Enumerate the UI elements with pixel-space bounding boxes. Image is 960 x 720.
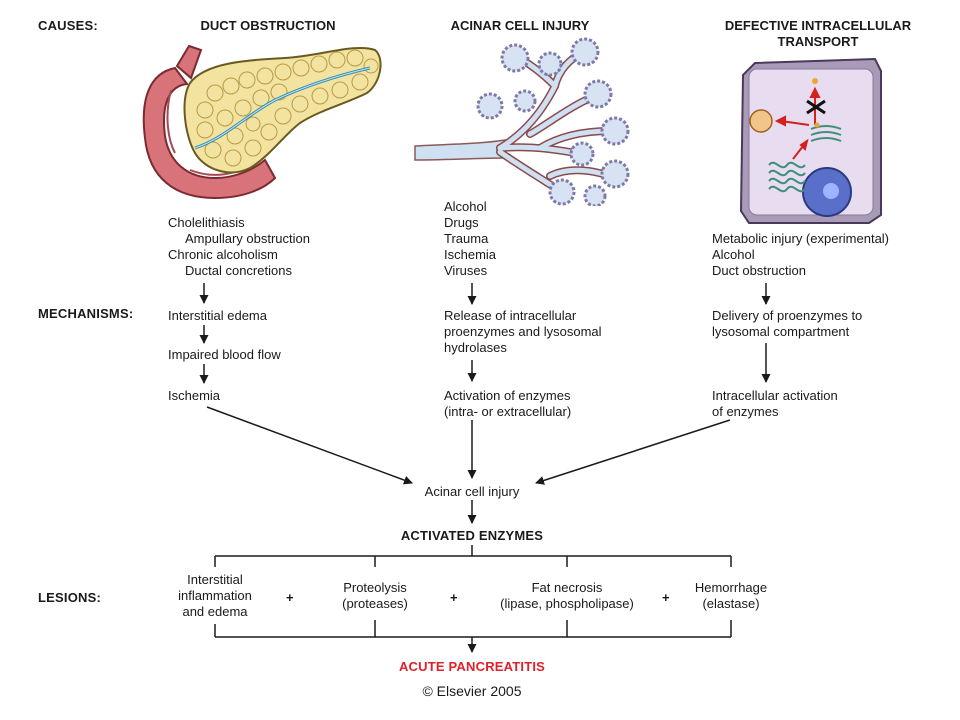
acinar-mech-activation: Activation of enzymes (intra- or extrace… bbox=[444, 388, 571, 420]
acinar-cause-viruses: Viruses bbox=[444, 263, 488, 278]
transport-mech-delivery-line1: Delivery of proenzymes to bbox=[712, 308, 863, 323]
transport-mech-intracellular-line1: Intracellular activation bbox=[712, 388, 838, 403]
transport-mech-delivery: Delivery of proenzymes to lysosomal comp… bbox=[712, 308, 862, 340]
transport-causes-list: Metabolic injury (experimental) Alcohol … bbox=[712, 231, 889, 279]
transport-mech-intracellular-line2: of enzymes bbox=[712, 404, 779, 419]
lesion-fat-necrosis-line1: Fat necrosis bbox=[531, 580, 603, 595]
defective-transport-title-line2: TRANSPORT bbox=[777, 34, 859, 49]
acinar-mech-release: Release of intracellular proenzymes and … bbox=[444, 308, 602, 356]
pancreas-illustration bbox=[142, 44, 382, 200]
copyright-notice: © Elsevier 2005 bbox=[422, 683, 522, 699]
plus-sign-3: + bbox=[662, 590, 670, 605]
acute-pancreatitis-outcome: ACUTE PANCREATITIS bbox=[398, 659, 546, 674]
acinar-cause-drugs: Drugs bbox=[444, 215, 479, 230]
defective-transport-title-line1: DEFECTIVE INTRACELLULAR bbox=[724, 18, 912, 33]
duct-mech-ischemia: Ischemia bbox=[168, 388, 221, 403]
duct-cause-ampullary: Ampullary obstruction bbox=[185, 231, 310, 246]
activated-enzymes-node: ACTIVATED ENZYMES bbox=[400, 528, 544, 543]
lesion-hemorrhage: Hemorrhage (elastase) bbox=[671, 580, 791, 612]
acinar-mech-release-line3: hydrolases bbox=[444, 340, 507, 355]
lesion-hemorrhage-line2: (elastase) bbox=[702, 596, 760, 611]
lesion-fat-necrosis: Fat necrosis (lipase, phospholipase) bbox=[487, 580, 647, 612]
duct-cause-cholelithiasis: Cholelithiasis bbox=[168, 215, 245, 230]
lesion-proteolysis-line1: Proteolysis bbox=[343, 580, 407, 595]
acinar-mech-activation-line1: Activation of enzymes bbox=[444, 388, 571, 403]
transport-mech-intracellular: Intracellular activation of enzymes bbox=[712, 388, 838, 420]
cell-illustration bbox=[739, 57, 882, 224]
acinar-mech-release-line1: Release of intracellular bbox=[444, 308, 577, 323]
duct-cause-concretions: Ductal concretions bbox=[185, 263, 292, 278]
acinar-mech-release-line2: proenzymes and lysosomal bbox=[444, 324, 602, 339]
lesion-fat-necrosis-line2: (lipase, phospholipase) bbox=[500, 596, 634, 611]
acinar-cause-trauma: Trauma bbox=[444, 231, 489, 246]
lesion-proteolysis-line2: (proteases) bbox=[342, 596, 408, 611]
duct-causes-list: Cholelithiasis Ampullary obstruction Chr… bbox=[168, 215, 310, 279]
duct-obstruction-title: DUCT OBSTRUCTION bbox=[200, 18, 336, 33]
duct-cause-alcoholism: Chronic alcoholism bbox=[168, 247, 278, 262]
transport-cause-alcohol: Alcohol bbox=[712, 247, 755, 262]
acinar-causes-list: Alcohol Drugs Trauma Ischemia Viruses bbox=[444, 199, 496, 279]
lesion-inflammation-line2: inflammation bbox=[178, 588, 252, 603]
acinar-illustration bbox=[414, 37, 630, 206]
plus-sign-2: + bbox=[450, 590, 458, 605]
lesion-inflammation: Interstitial inflammation and edema bbox=[155, 572, 275, 620]
duct-mech-edema: Interstitial edema bbox=[168, 308, 267, 323]
defective-transport-title: DEFECTIVE INTRACELLULAR TRANSPORT bbox=[690, 18, 946, 50]
acinar-mech-activation-line2: (intra- or extracellular) bbox=[444, 404, 572, 419]
mechanisms-label: MECHANISMS: bbox=[38, 306, 134, 321]
acinar-cause-alcohol: Alcohol bbox=[444, 199, 487, 214]
transport-mech-delivery-line2: lysosomal compartment bbox=[712, 324, 850, 339]
transport-cause-duct: Duct obstruction bbox=[712, 263, 806, 278]
transport-cause-metabolic: Metabolic injury (experimental) bbox=[712, 231, 890, 246]
lesion-hemorrhage-line1: Hemorrhage bbox=[694, 580, 768, 595]
plus-sign-1: + bbox=[286, 590, 294, 605]
lesion-inflammation-line3: and edema bbox=[182, 604, 248, 619]
lesion-proteolysis: Proteolysis (proteases) bbox=[315, 580, 435, 612]
lesion-inflammation-line1: Interstitial bbox=[187, 572, 243, 587]
duct-mech-blood-flow: Impaired blood flow bbox=[168, 347, 281, 362]
acinar-cell-injury-node: Acinar cell injury bbox=[424, 484, 520, 499]
acinar-cause-ischemia: Ischemia bbox=[444, 247, 497, 262]
acinar-cell-injury-title: ACINAR CELL INJURY bbox=[450, 18, 590, 33]
lesions-label: LESIONS: bbox=[38, 590, 101, 605]
causes-label: CAUSES: bbox=[38, 18, 98, 33]
